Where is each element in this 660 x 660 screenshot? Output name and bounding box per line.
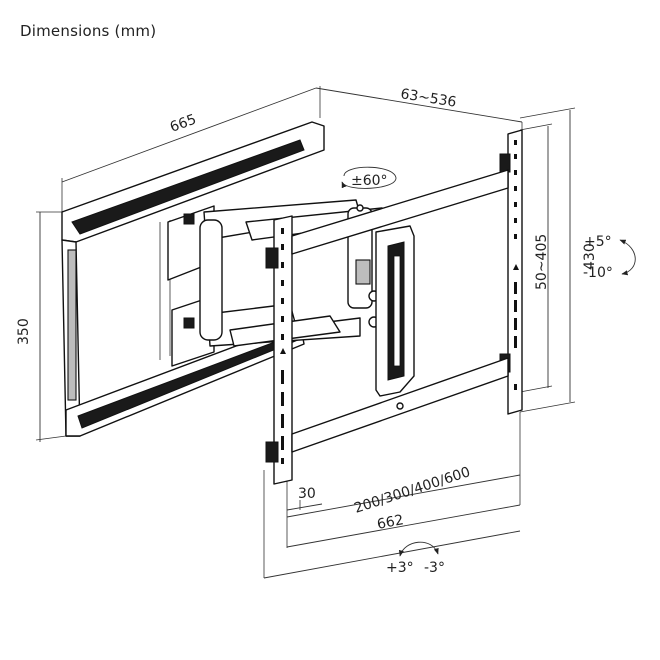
dimension-lines xyxy=(35,86,576,579)
page-title: Dimensions (mm) xyxy=(20,22,157,40)
label-tilt-up: +5° xyxy=(584,234,612,250)
tilt-arrow-icon xyxy=(619,239,636,276)
swivel-arrow-icon xyxy=(341,166,397,189)
label-overall-width: 662 xyxy=(376,512,405,533)
label-level-plus: +3° xyxy=(386,560,414,576)
label-depth-range: 63~536 xyxy=(399,86,457,111)
level-arrow-icon xyxy=(398,541,439,557)
tv-bracket-left xyxy=(265,215,293,485)
rotation-labels: ±60° +5° -10° +3° -3° xyxy=(351,173,613,576)
tilt-head xyxy=(375,225,415,397)
label-level-minus: -3° xyxy=(424,560,445,576)
label-offset: 30 xyxy=(298,486,316,502)
label-vesa-horizontal: 200/300/400/600 xyxy=(352,464,472,517)
label-wall-plate-height: 350 xyxy=(16,318,32,345)
wall-plate xyxy=(61,121,325,437)
label-tilt-down: -10° xyxy=(583,265,613,281)
label-arm-height: 430 xyxy=(582,243,598,270)
label-vesa-vertical: 50~405 xyxy=(534,234,550,290)
label-swivel: ±60° xyxy=(351,173,388,189)
label-wall-plate-width: 665 xyxy=(168,112,199,136)
cross-rails xyxy=(291,169,509,453)
tv-bracket-right xyxy=(499,129,523,415)
